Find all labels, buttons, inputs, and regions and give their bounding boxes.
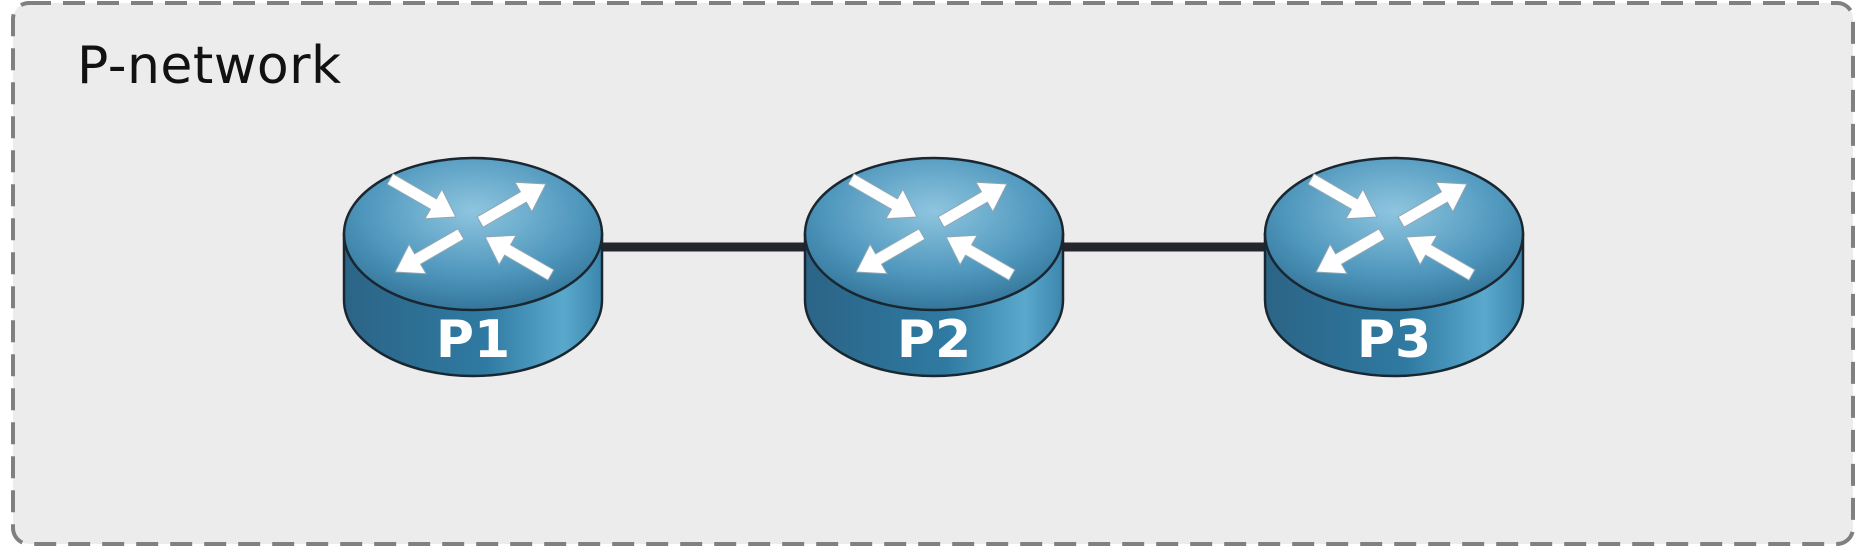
router-p1[interactable]: P1 [342, 156, 604, 378]
router-label: P1 [436, 310, 510, 370]
router-label: P3 [1357, 310, 1431, 370]
router-p2[interactable]: P2 [803, 156, 1065, 378]
router-top [1263, 156, 1525, 312]
router-top [803, 156, 1065, 312]
router-label: P2 [897, 310, 971, 370]
router-p3[interactable]: P3 [1263, 156, 1525, 378]
router-top [342, 156, 604, 312]
network-title: P-network [77, 36, 342, 96]
